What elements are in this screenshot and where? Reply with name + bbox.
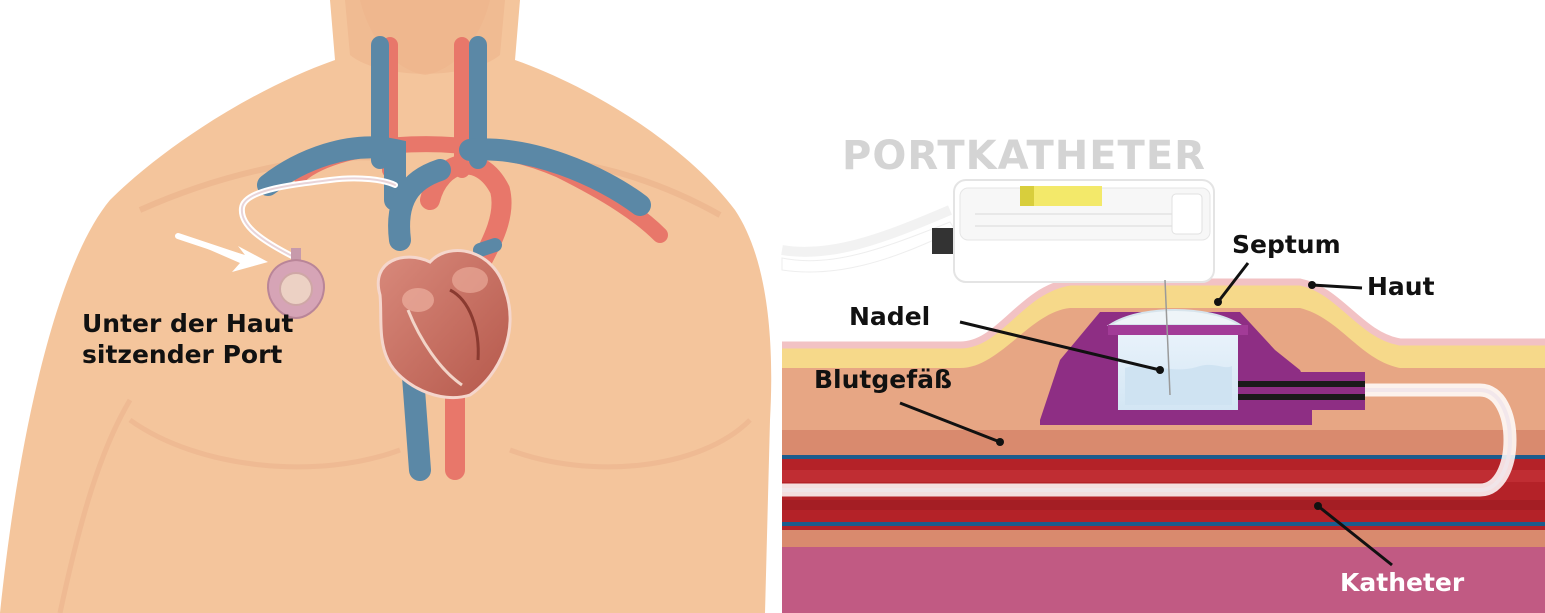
diagram-title: PORTKATHETER xyxy=(842,132,1206,180)
catheter-label: Katheter xyxy=(1340,568,1464,598)
septum-label: Septum xyxy=(1232,230,1341,260)
port-label-line-1: Unter der Haut xyxy=(82,308,293,339)
port-label-line-2: sitzender Port xyxy=(82,339,293,370)
heart-icon xyxy=(378,251,510,398)
blood-vessel-label: Blutgefäß xyxy=(814,365,952,395)
port-location-label: Unter der Haut sitzender Port xyxy=(82,308,293,370)
skin-label: Haut xyxy=(1367,272,1435,302)
cross-section xyxy=(782,180,1545,613)
needle-label: Nadel xyxy=(849,302,930,332)
